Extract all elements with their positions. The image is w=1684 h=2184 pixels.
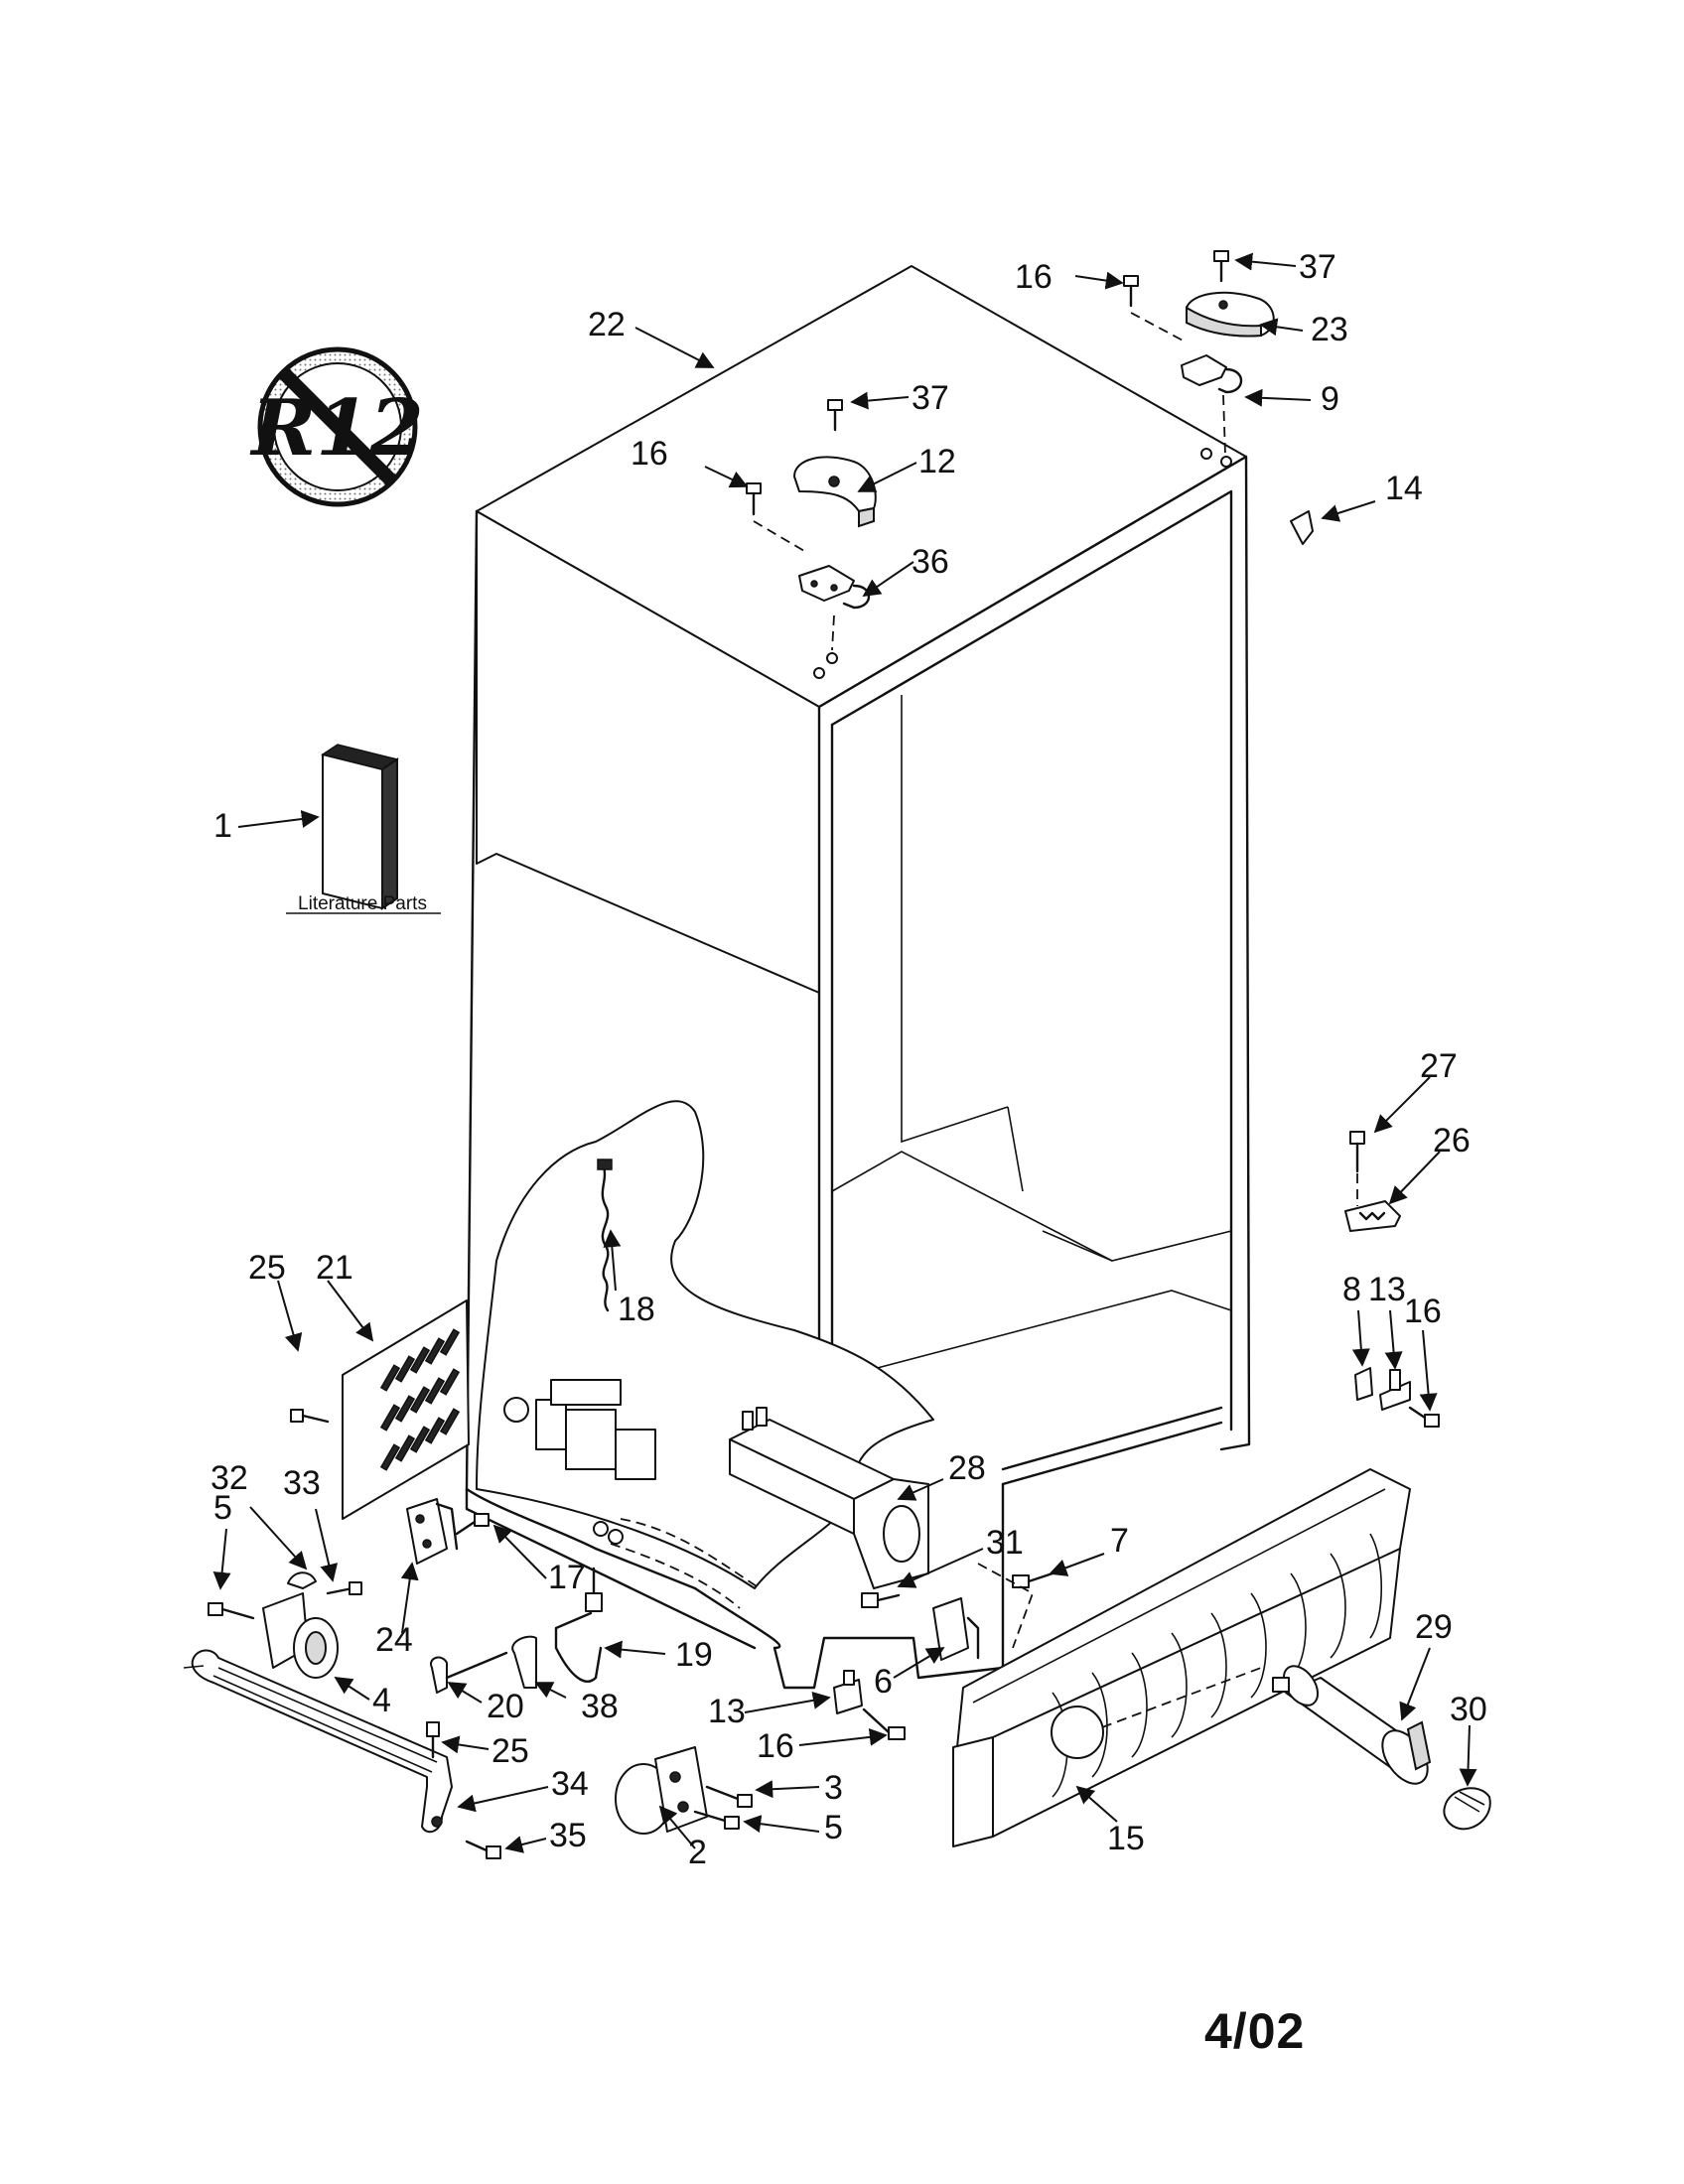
callout-21: 21 — [316, 1249, 353, 1287]
callout-8: 8 — [1342, 1271, 1361, 1308]
callout-22: 22 — [588, 306, 626, 343]
callout-38: 38 — [581, 1688, 619, 1725]
lower-hinge-assembly — [183, 1571, 501, 1859]
prohibition-slash — [278, 367, 397, 486]
callout-19: 19 — [675, 1636, 713, 1674]
base-grille — [952, 1468, 1411, 1847]
callout-9: 9 — [1321, 380, 1339, 418]
callout-5-center: 5 — [824, 1809, 843, 1846]
callout-31: 31 — [986, 1524, 1024, 1562]
lower-door-hinge — [615, 1746, 753, 1835]
callout-12: 12 — [918, 443, 956, 480]
grille-slats — [1052, 1533, 1382, 1798]
top-hinge-assembly — [1123, 250, 1314, 545]
callout-16-right: 16 — [1404, 1293, 1442, 1330]
callout-26: 26 — [1433, 1122, 1471, 1160]
callout-16-top: 16 — [1015, 258, 1052, 296]
callout-4: 4 — [372, 1682, 391, 1719]
filter-cap — [1443, 1787, 1491, 1831]
callout-30: 30 — [1450, 1691, 1487, 1728]
callout-35: 35 — [549, 1817, 587, 1854]
callout-25-left: 25 — [248, 1249, 286, 1287]
callout-16-lower: 16 — [757, 1727, 794, 1765]
center-hinge-assembly — [746, 399, 877, 651]
callout-28: 28 — [948, 1449, 986, 1487]
callout-27: 27 — [1420, 1047, 1458, 1085]
callout-34: 34 — [551, 1765, 589, 1803]
rear-access-panel — [290, 1299, 470, 1520]
callout-16-center: 16 — [631, 435, 668, 473]
callout-14: 14 — [1385, 470, 1423, 507]
callout-18: 18 — [618, 1291, 655, 1328]
control-assembly — [503, 1379, 761, 1609]
callout-5-left: 5 — [213, 1489, 232, 1527]
callout-leaders — [212, 252, 1477, 1853]
water-filter — [1272, 1665, 1432, 1785]
callout-37-top: 37 — [1299, 248, 1336, 286]
callout-37-center: 37 — [912, 379, 949, 417]
center-lower-parts — [406, 1498, 603, 1759]
callout-25-center: 25 — [491, 1732, 529, 1770]
water-inlet-duct — [729, 1407, 929, 1589]
callout-33: 33 — [283, 1464, 321, 1502]
callout-29: 29 — [1415, 1608, 1453, 1646]
callout-7: 7 — [1110, 1522, 1129, 1560]
callout-20: 20 — [487, 1688, 524, 1725]
callout-36: 36 — [912, 543, 949, 581]
no-r12-badge: R12 — [249, 346, 424, 507]
callout-23: 23 — [1311, 311, 1348, 348]
grille-mounting-parts — [833, 1563, 1054, 1740]
callout-17: 17 — [548, 1559, 586, 1596]
callout-6: 6 — [874, 1663, 893, 1701]
callout-13-center: 13 — [708, 1693, 746, 1730]
callout-2: 2 — [688, 1834, 707, 1871]
callout-1: 1 — [213, 807, 232, 845]
right-hinge-bracket — [1344, 1131, 1440, 1428]
callout-24: 24 — [375, 1621, 413, 1659]
callout-15: 15 — [1107, 1820, 1145, 1857]
callout-13-right: 13 — [1368, 1271, 1406, 1308]
callout-labels: 1 2 3 4 5 5 6 7 8 9 12 13 13 14 15 16 16… — [210, 248, 1487, 1871]
literature-parts-booklet — [321, 744, 399, 910]
literature-parts-caption: Literature Parts — [298, 893, 427, 914]
callout-32: 32 — [210, 1459, 248, 1497]
revision-date: 4/02 — [1204, 2003, 1305, 2059]
callout-3: 3 — [824, 1769, 843, 1807]
